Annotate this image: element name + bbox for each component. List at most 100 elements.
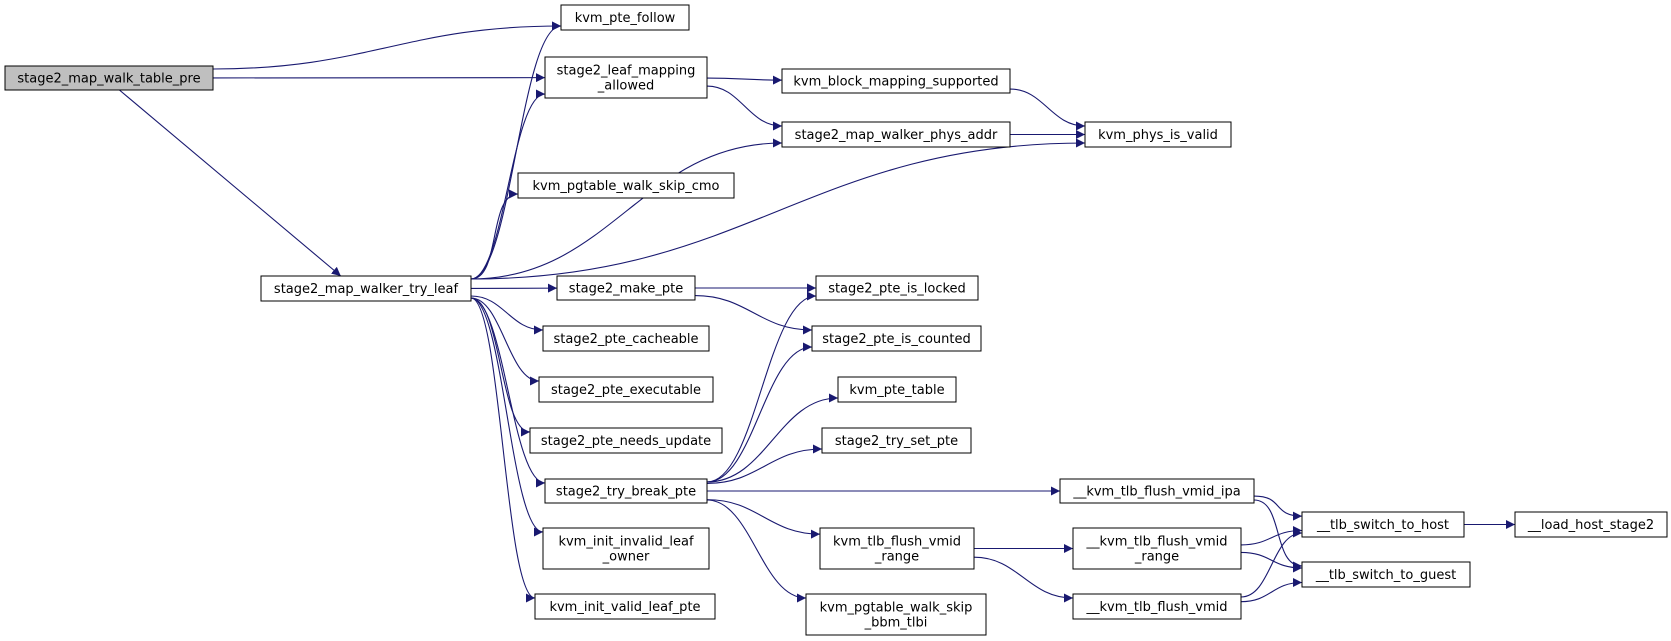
edge-map_walker_try_leaf-to-leaf_mapping_allowed (470, 89, 546, 280)
node-map_walk_table_pre[interactable]: stage2_map_walk_table_pre (4, 65, 214, 91)
node-tlb_flush_vmid_ipa[interactable]: __kvm_tlb_flush_vmid_ipa (1059, 478, 1255, 504)
node-label: kvm_pte_table (849, 383, 944, 398)
node-label: kvm_phys_is_valid (1098, 128, 1218, 143)
node-tlb_switch_to_guest[interactable]: __tlb_switch_to_guest (1301, 561, 1471, 588)
node-pte_cacheable[interactable]: stage2_pte_cacheable (542, 325, 710, 352)
node-box (1072, 593, 1242, 620)
node-label: _owner (602, 550, 650, 565)
edge-tlb_flush_vmid-to-tlb_switch_to_guest (1240, 578, 1303, 603)
node-pte_table[interactable]: kvm_pte_table (837, 376, 957, 403)
node-init_invalid_leaf_owner[interactable]: kvm_init_invalid_leaf_owner (542, 527, 710, 570)
node-box (542, 527, 710, 570)
node-box (1072, 527, 1242, 570)
edge-map_walker_try_leaf-to-pte_executable (470, 297, 540, 386)
node-label: kvm_tlb_flush_vmid (833, 535, 961, 550)
node-label: _bbm_tlbi (864, 616, 928, 631)
node-pte_is_counted[interactable]: stage2_pte_is_counted (811, 325, 982, 352)
node-label: stage2_map_walk_table_pre (17, 72, 200, 87)
node-label: kvm_pgtable_walk_skip_cmo (533, 179, 720, 194)
edge-map_walker_try_leaf-to-init_invalid_leaf_owner (470, 297, 544, 537)
node-pte_is_locked[interactable]: stage2_pte_is_locked (815, 275, 979, 301)
edge-block_mapping_supported-to-phys_is_valid (1009, 88, 1086, 131)
node-label: kvm_block_mapping_supported (793, 75, 998, 90)
node-box (781, 68, 1011, 94)
edge-make_pte-to-pte_is_counted (694, 295, 813, 335)
node-tlb_flush_vmid[interactable]: __kvm_tlb_flush_vmid (1072, 593, 1242, 620)
node-label: stage2_try_set_pte (835, 434, 958, 449)
node-pte_follow[interactable]: kvm_pte_follow (560, 4, 690, 31)
node-box (529, 427, 723, 454)
node-box (811, 325, 982, 352)
node-box (556, 275, 696, 301)
node-phys_is_valid[interactable]: kvm_phys_is_valid (1084, 121, 1232, 148)
node-box (1514, 511, 1668, 538)
node-label: __load_host_stage2 (1527, 518, 1654, 533)
node-pte_executable[interactable]: stage2_pte_executable (538, 376, 714, 403)
node-box (821, 427, 972, 454)
edge-leaf_mapping_allowed-to-map_walker_phys_addr (706, 85, 783, 131)
edge-try_break_pte-to-pte_is_counted (706, 342, 813, 483)
node-block_mapping_supported[interactable]: kvm_block_mapping_supported (781, 68, 1011, 94)
node-box (1084, 121, 1232, 148)
node-label: __kvm_tlb_flush_vmid_ipa (1072, 485, 1240, 500)
node-leaf_mapping_allowed[interactable]: stage2_leaf_mapping_allowed (544, 56, 708, 99)
node-walk_skip_cmo[interactable]: kvm_pgtable_walk_skip_cmo (517, 172, 735, 199)
node-label: stage2_pte_is_locked (828, 282, 966, 297)
node-box (815, 275, 979, 301)
node-kvm_tlb_flush_vmid_range[interactable]: kvm_tlb_flush_vmid_range (819, 527, 975, 570)
node-label: stage2_pte_cacheable (553, 332, 698, 347)
node-box (544, 478, 708, 504)
edge-map_walker_try_leaf-to-pte_needs_update (470, 297, 531, 437)
node-box (517, 172, 735, 199)
edge-map_walk_table_pre-to-map_walker_try_leaf (119, 89, 342, 277)
node-box (781, 121, 1011, 148)
node-box (534, 593, 716, 620)
node-label: __kvm_tlb_flush_vmid (1085, 535, 1227, 550)
node-walk_skip_bbm_tlbi[interactable]: kvm_pgtable_walk_skip_bbm_tlbi (805, 593, 987, 636)
node-box (560, 4, 690, 31)
node-label: _range (874, 550, 919, 565)
node-label: stage2_pte_executable (551, 383, 701, 398)
node-label: _allowed (597, 79, 655, 94)
node-label: kvm_pgtable_walk_skip (820, 601, 973, 616)
node-try_break_pte[interactable]: stage2_try_break_pte (544, 478, 708, 504)
node-box (805, 593, 987, 636)
node-label: __tlb_switch_to_guest (1315, 568, 1456, 583)
node-box (1301, 511, 1465, 538)
node-label: stage2_map_walker_try_leaf (274, 282, 459, 297)
edge-try_break_pte-to-try_set_pte (706, 444, 823, 484)
node-try_set_pte[interactable]: stage2_try_set_pte (821, 427, 972, 454)
edge-map_walker_try_leaf-to-pte_cacheable (470, 295, 544, 335)
node-box (542, 325, 710, 352)
edge-map_walker_try_leaf-to-map_walker_phys_addr (470, 138, 783, 280)
edge-map_walker_try_leaf-to-walk_skip_cmo (470, 189, 519, 280)
node-label: kvm_init_invalid_leaf (558, 535, 694, 550)
edge-leaf_mapping_allowed-to-block_mapping_supported (706, 75, 783, 85)
node-init_valid_leaf_pte[interactable]: kvm_init_valid_leaf_pte (534, 593, 716, 620)
node-map_walker_try_leaf[interactable]: stage2_map_walker_try_leaf (260, 275, 472, 302)
node-pte_needs_update[interactable]: stage2_pte_needs_update (529, 427, 723, 454)
edge-kvm_tlb_flush_vmid_range-to-tlb_flush_vmid (973, 556, 1074, 603)
node-box (819, 527, 975, 570)
node-label: stage2_try_break_pte (556, 485, 696, 500)
node-__kvm_tlb_flush_vmid_range[interactable]: __kvm_tlb_flush_vmid_range (1072, 527, 1242, 570)
edge-tlb_flush_vmid_ipa-to-tlb_switch_to_host (1253, 495, 1303, 521)
edge-try_break_pte-to-kvm_tlb_flush_vmid_range (706, 499, 821, 539)
edge-try_break_pte-to-walk_skip_bbm_tlbi (706, 499, 807, 603)
node-label: kvm_pte_follow (575, 11, 676, 26)
node-box (538, 376, 714, 403)
node-box (837, 376, 957, 403)
node-make_pte[interactable]: stage2_make_pte (556, 275, 696, 301)
edge-map_walker_try_leaf-to-init_valid_leaf_pte (470, 297, 536, 603)
edge-tlb_flush_vmid-to-tlb_switch_to_host (1240, 528, 1303, 598)
nodes-layer: stage2_map_walk_table_pre kvm_pte_follows… (4, 4, 1668, 636)
node-map_walker_phys_addr[interactable]: stage2_map_walker_phys_addr (781, 121, 1011, 148)
node-label: stage2_map_walker_phys_addr (795, 128, 998, 143)
node-load_host_stage2[interactable]: __load_host_stage2 (1514, 511, 1668, 538)
node-tlb_switch_to_host[interactable]: __tlb_switch_to_host (1301, 511, 1465, 538)
node-label: stage2_leaf_mapping (557, 64, 696, 79)
node-label: _range (1134, 550, 1179, 565)
node-label: stage2_make_pte (569, 282, 683, 297)
node-label: __tlb_switch_to_host (1316, 518, 1449, 533)
